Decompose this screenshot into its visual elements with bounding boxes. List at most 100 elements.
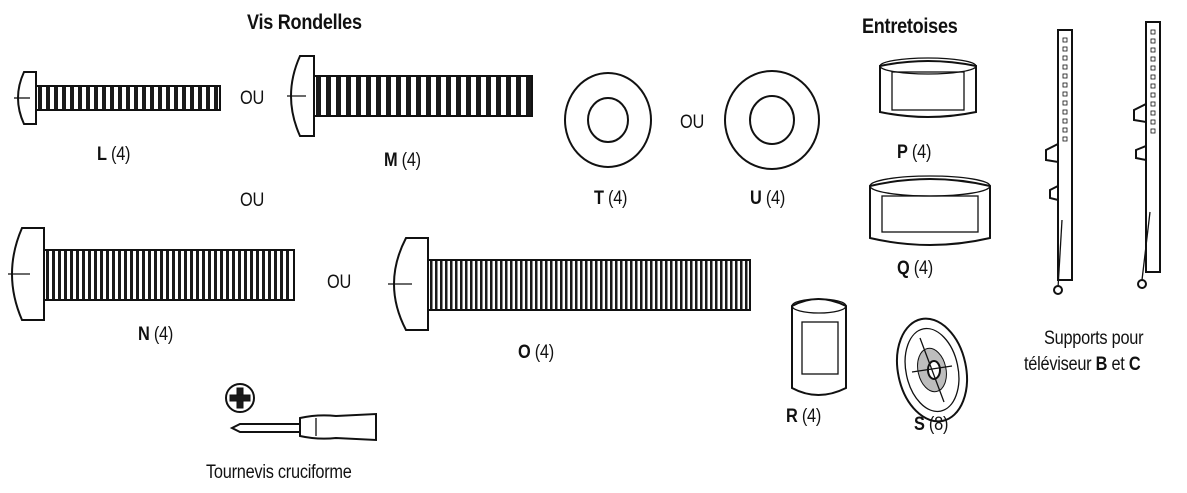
thread-mark bbox=[226, 251, 229, 299]
washer-t bbox=[564, 72, 652, 168]
thread-mark bbox=[640, 261, 643, 309]
screw-n bbox=[8, 227, 295, 321]
thread-mark bbox=[130, 251, 133, 299]
bracket-slot bbox=[1062, 55, 1068, 61]
brackets-label-line1: Supports pour bbox=[1044, 328, 1144, 349]
or-label: OU bbox=[240, 190, 264, 211]
bracket-slot bbox=[1062, 109, 1068, 115]
thread-mark bbox=[710, 261, 713, 309]
thread-mark bbox=[82, 251, 85, 299]
thread-mark bbox=[570, 261, 573, 309]
thread-mark bbox=[466, 77, 471, 115]
thread-mark bbox=[545, 261, 548, 309]
thread-mark bbox=[555, 261, 558, 309]
thread-mark bbox=[376, 77, 381, 115]
thread-mark bbox=[110, 87, 114, 109]
thread-mark bbox=[58, 251, 61, 299]
thread-mark bbox=[655, 261, 658, 309]
thread-mark bbox=[446, 77, 451, 115]
or-label: OU bbox=[240, 88, 264, 109]
brackets-label-line2: téléviseur B et C bbox=[1024, 354, 1141, 375]
thread-mark bbox=[705, 261, 708, 309]
thread-mark bbox=[118, 87, 122, 109]
thread-mark bbox=[190, 251, 193, 299]
thread-mark bbox=[54, 87, 58, 109]
thread-mark bbox=[202, 251, 205, 299]
thread-mark bbox=[102, 87, 106, 109]
washer-u bbox=[724, 70, 820, 170]
thread-mark bbox=[435, 261, 438, 309]
thread-mark bbox=[406, 77, 411, 115]
screwdriver-icon bbox=[229, 412, 377, 442]
part-label-m: M (4) bbox=[384, 150, 421, 171]
thread-mark bbox=[456, 77, 461, 115]
spacer-p bbox=[879, 57, 977, 118]
thread-mark bbox=[510, 261, 513, 309]
bracket-slot bbox=[1150, 128, 1156, 134]
thread-mark bbox=[460, 261, 463, 309]
part-label-q: Q (4) bbox=[897, 258, 933, 279]
thread-mark bbox=[700, 261, 703, 309]
thread-mark bbox=[690, 261, 693, 309]
thread-mark bbox=[86, 87, 90, 109]
thread-mark bbox=[166, 251, 169, 299]
thread-mark bbox=[475, 261, 478, 309]
thread-mark bbox=[430, 261, 433, 309]
bracket-slot bbox=[1062, 37, 1068, 43]
thread-mark bbox=[730, 261, 733, 309]
thread-mark bbox=[38, 87, 42, 109]
thread-mark bbox=[720, 261, 723, 309]
thread-mark bbox=[470, 261, 473, 309]
thread-mark bbox=[52, 251, 55, 299]
thread-mark bbox=[46, 87, 50, 109]
thread-mark bbox=[486, 77, 491, 115]
thread-mark bbox=[356, 77, 361, 115]
thread-mark bbox=[148, 251, 151, 299]
thread-mark bbox=[336, 77, 341, 115]
thread-mark bbox=[550, 261, 553, 309]
bracket-slot bbox=[1062, 91, 1068, 97]
thread-mark bbox=[172, 251, 175, 299]
thread-mark bbox=[660, 261, 663, 309]
thread-mark bbox=[485, 261, 488, 309]
thread-mark bbox=[450, 261, 453, 309]
header-spacers: Entretoises bbox=[862, 15, 958, 38]
thread-mark bbox=[530, 261, 533, 309]
thread-mark bbox=[505, 261, 508, 309]
thread-mark bbox=[605, 261, 608, 309]
thread-mark bbox=[465, 261, 468, 309]
thread-mark bbox=[396, 77, 401, 115]
thread-mark bbox=[154, 251, 157, 299]
thread-mark bbox=[150, 87, 154, 109]
thread-mark bbox=[680, 261, 683, 309]
thread-mark bbox=[316, 77, 321, 115]
thread-mark bbox=[520, 261, 523, 309]
thread-mark bbox=[575, 261, 578, 309]
thread-mark bbox=[620, 261, 623, 309]
part-label-l: L (4) bbox=[97, 144, 131, 165]
part-label-s: S (8) bbox=[914, 414, 949, 435]
thread-mark bbox=[650, 261, 653, 309]
thread-mark bbox=[184, 251, 187, 299]
bracket-slot bbox=[1062, 136, 1068, 142]
thread-mark bbox=[515, 261, 518, 309]
thread-mark bbox=[286, 251, 289, 299]
thread-mark bbox=[70, 251, 73, 299]
bracket-slot bbox=[1150, 47, 1156, 53]
thread-mark bbox=[560, 261, 563, 309]
thread-mark bbox=[190, 87, 194, 109]
screw-o bbox=[388, 237, 751, 331]
bracket-slot bbox=[1062, 118, 1068, 124]
part-label-o: O (4) bbox=[518, 342, 554, 363]
thread-mark bbox=[600, 261, 603, 309]
thread-mark bbox=[106, 251, 109, 299]
bracket-slot bbox=[1062, 46, 1068, 52]
thread-mark bbox=[346, 77, 351, 115]
screw-l bbox=[14, 71, 221, 125]
bracket-slot bbox=[1062, 73, 1068, 79]
thread-mark bbox=[366, 77, 371, 115]
thread-mark bbox=[445, 261, 448, 309]
bracket-slot bbox=[1150, 110, 1156, 116]
spacer-q bbox=[869, 175, 991, 246]
